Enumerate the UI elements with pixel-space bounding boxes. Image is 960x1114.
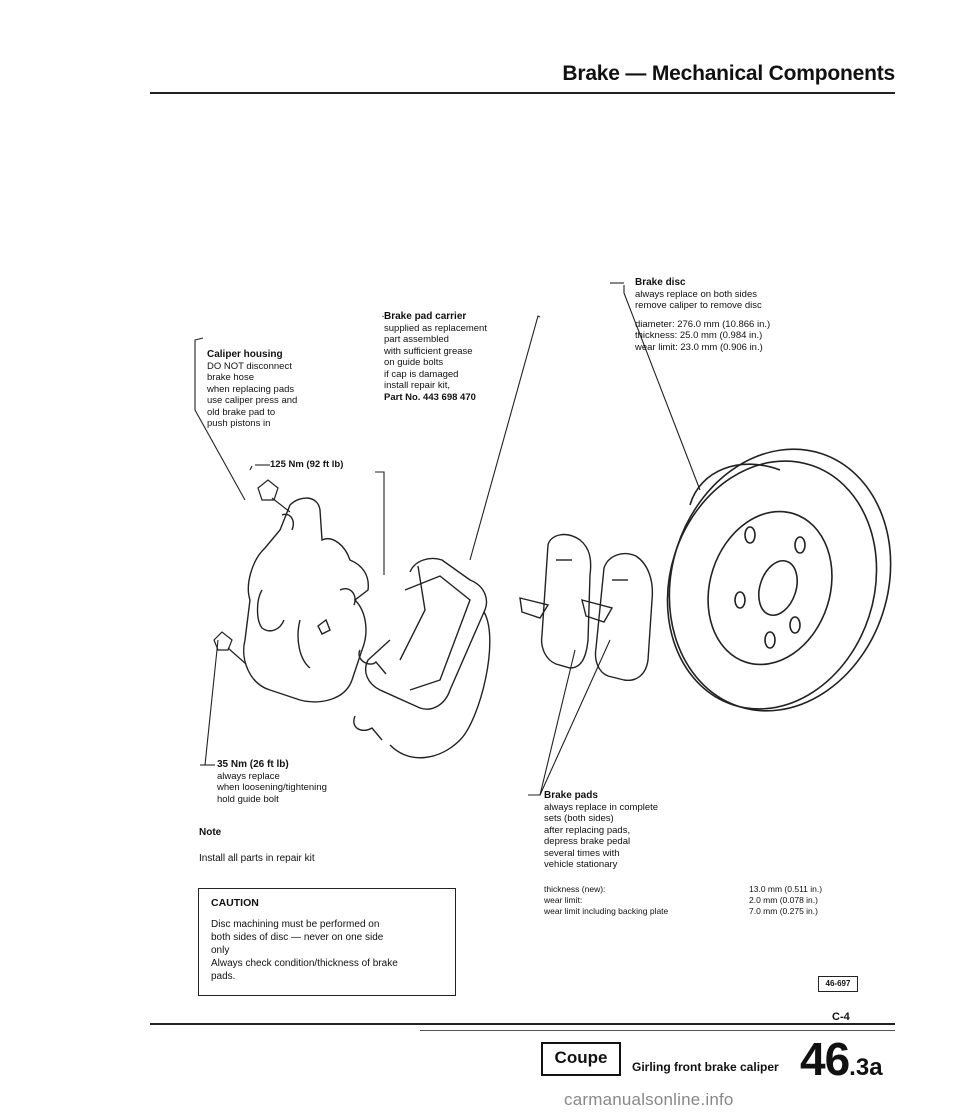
- callout-line: install repair kit,: [384, 380, 450, 391]
- callout-line: when replacing pads: [207, 383, 295, 395]
- callout-title: 35 Nm (26 ft lb): [217, 759, 289, 770]
- caution-box: CAUTION Disc machining must be performed…: [198, 888, 456, 996]
- callout-caliper-housing: Caliper housing DO NOT disconnect brake …: [207, 349, 357, 430]
- callout-line: after replacing pads,: [544, 824, 631, 836]
- watermark: carmanualsonline.info: [564, 1090, 734, 1109]
- footer-rule: [150, 1023, 895, 1025]
- callout-brake-pads: Brake pads always replace in complete se…: [544, 790, 754, 871]
- footer-rule-thin: [420, 1030, 895, 1031]
- pad-carrier-drawing: [353, 557, 491, 759]
- disc-spec-thickness: thickness: 25.0 mm (0.984 in.): [635, 330, 763, 341]
- disc-spec-diameter: diameter: 276.0 mm (10.866 in.): [635, 318, 771, 330]
- callout-title: Brake disc: [635, 277, 686, 288]
- callout-title: Caliper housing: [207, 349, 283, 360]
- callout-line: several times with: [544, 847, 620, 859]
- callout-title: Brake pads: [544, 790, 598, 801]
- callout-line: brake hose: [207, 372, 255, 383]
- brake-disc-drawing: [666, 448, 892, 712]
- spec-value: 2.0 mm (0.078 in.): [749, 895, 818, 905]
- spec-label: wear limit including backing plate: [544, 906, 669, 916]
- spec-row: wear limit: 2.0 mm (0.078 in.): [544, 895, 822, 906]
- spec-value: 7.0 mm (0.275 in.): [749, 906, 818, 916]
- caution-line: Always check condition/thickness of brak…: [211, 958, 398, 969]
- spec-label: wear limit:: [544, 895, 583, 905]
- caliper-housing-drawing: [243, 497, 369, 703]
- callout-brake-pad-carrier: Brake pad carrier supplied as replacemen…: [384, 311, 549, 403]
- brake-pad-spec-table: thickness (new): 13.0 mm (0.511 in.) wea…: [544, 884, 822, 917]
- callout-guide-bolt-torque: 35 Nm (26 ft lb) always replace when loo…: [217, 759, 397, 805]
- callout-line: part assembled: [384, 334, 449, 345]
- brake-pads-drawing: [519, 533, 654, 682]
- spec-label: thickness (new):: [544, 884, 606, 894]
- callout-title: Brake pad carrier: [384, 311, 467, 322]
- callout-line: use caliper press and: [207, 395, 298, 406]
- page-number-major: 46: [800, 1033, 850, 1085]
- callout-brake-disc: Brake disc always replace on both sides …: [635, 277, 885, 353]
- callout-line: always replace in complete: [544, 801, 659, 813]
- callout-line: always replace: [217, 770, 280, 782]
- torque-125-label: 125 Nm (92 ft lb): [270, 459, 344, 470]
- page-header-title: Brake — Mechanical Components: [562, 62, 895, 85]
- page-number-minor: .3a: [849, 1054, 883, 1081]
- callout-line: always replace on both sides: [635, 288, 757, 300]
- header-rule: [150, 92, 895, 94]
- callout-line: if cap is damaged: [384, 368, 459, 380]
- note-title: Note: [199, 827, 222, 838]
- spec-row: thickness (new): 13.0 mm (0.511 in.): [544, 884, 822, 895]
- bolt-drawings: [213, 479, 291, 665]
- disc-spec-wear-limit: wear limit: 23.0 mm (0.906 in.): [635, 341, 763, 353]
- callout-part-number: Part No. 443 698 470: [384, 391, 476, 403]
- caution-line: both sides of disc — never on one side: [211, 932, 384, 943]
- caution-line: only: [211, 945, 230, 956]
- callout-line: old brake pad to: [207, 406, 276, 418]
- callout-line: on guide bolts: [384, 357, 444, 368]
- caution-line: pads.: [211, 971, 236, 982]
- page-code: C-4: [832, 1011, 850, 1023]
- callout-line: when loosening/tightening: [217, 782, 327, 793]
- callout-line: remove caliper to remove disc: [635, 300, 762, 311]
- caution-line: Disc machining must be performed on: [211, 919, 380, 930]
- figure-reference: 46-697: [818, 976, 858, 992]
- callout-line: vehicle stationary: [544, 859, 618, 870]
- page-number: 46.3a: [800, 1032, 883, 1086]
- callout-line: supplied as replacement: [384, 322, 487, 334]
- callout-line: depress brake pedal: [544, 836, 631, 847]
- callout-line: DO NOT disconnect: [207, 360, 292, 372]
- callout-line: hold guide bolt: [217, 793, 279, 805]
- footer-caption: Girling front brake caliper: [632, 1060, 779, 1074]
- model-badge: Coupe: [541, 1042, 621, 1076]
- spec-row: wear limit including backing plate 7.0 m…: [544, 906, 822, 917]
- callout-line: push pistons in: [207, 418, 271, 429]
- note-text: Install all parts in repair kit: [199, 853, 315, 864]
- callout-line: sets (both sides): [544, 813, 614, 824]
- callout-line: with sufficient grease: [384, 345, 473, 357]
- spec-value: 13.0 mm (0.511 in.): [749, 884, 823, 894]
- caution-title: CAUTION: [211, 897, 259, 909]
